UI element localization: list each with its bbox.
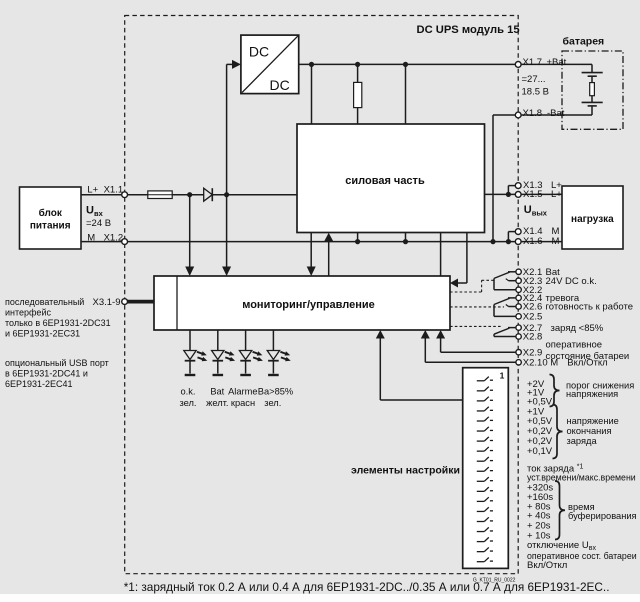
svg-text:1: 1: [500, 371, 505, 381]
svg-text:зел.: зел.: [264, 398, 281, 408]
svg-text:L+: L+: [551, 180, 562, 191]
svg-text:X1.6: X1.6: [523, 236, 543, 247]
svg-text:+ 20s: + 20s: [527, 521, 551, 532]
svg-text:6EP1931-2EC41: 6EP1931-2EC41: [5, 379, 73, 389]
svg-text:готовность к работе: готовность к работе: [546, 302, 634, 313]
svg-text:X3.1-9: X3.1-9: [93, 297, 121, 308]
svg-text:=27...: =27...: [522, 74, 546, 85]
svg-text:тревога: тревога: [546, 293, 580, 304]
svg-text:состояние батареи: состояние батареи: [546, 351, 630, 362]
svg-text:и 6EP1931-2EC31: и 6EP1931-2EC31: [5, 329, 80, 339]
svg-text:X2.7: X2.7: [523, 323, 543, 334]
svg-text:блок: блок: [39, 207, 63, 219]
svg-text:батарея: батарея: [563, 36, 605, 48]
svg-text:X1.1: X1.1: [104, 184, 124, 195]
svg-text:Alarme: Alarme: [228, 387, 257, 397]
svg-text:+2V: +2V: [527, 379, 545, 390]
svg-text:M: M: [552, 226, 560, 237]
svg-text:18.5 В: 18.5 В: [522, 87, 549, 98]
svg-text:X1.4: X1.4: [523, 226, 543, 237]
svg-text:Ba>85%: Ba>85%: [258, 387, 293, 397]
svg-text:X1.5: X1.5: [523, 189, 543, 200]
svg-text:порог снижения: порог снижения: [566, 381, 634, 391]
svg-text:X2.9: X2.9: [523, 347, 543, 358]
svg-text:DC: DC: [270, 77, 290, 93]
svg-text:только в 6EP1931-2DC31: только в 6EP1931-2DC31: [5, 318, 111, 328]
svg-text:напряжение: напряжение: [567, 416, 619, 426]
svg-text:+ 40s: + 40s: [527, 510, 551, 521]
svg-text:DC UPS модуль 15: DC UPS модуль 15: [417, 24, 520, 36]
svg-text:окончания: окончания: [567, 426, 612, 436]
svg-text:M: M: [87, 233, 95, 244]
svg-text:буферирования: буферирования: [568, 511, 637, 521]
svg-text:DC: DC: [249, 44, 269, 60]
svg-text:напряжения: напряжения: [566, 389, 618, 399]
svg-text:o.k.: o.k.: [181, 387, 196, 397]
svg-text:+160s: +160s: [527, 492, 553, 503]
svg-text:+0,5V: +0,5V: [527, 396, 553, 407]
svg-text:Bat: Bat: [546, 267, 561, 278]
svg-text:время: время: [568, 502, 595, 512]
svg-text:отключение Uвх: отключение Uвх: [527, 540, 596, 552]
svg-text:красн: красн: [231, 398, 255, 408]
svg-text:желт.: желт.: [206, 398, 228, 408]
svg-text:питания: питания: [30, 221, 71, 232]
svg-text:X2.1: X2.1: [523, 267, 543, 278]
svg-text:+320s: +320s: [527, 483, 553, 494]
svg-text:X1.2: X1.2: [104, 233, 124, 244]
svg-text:+1V: +1V: [527, 406, 545, 417]
svg-text:заряд <85%: заряд <85%: [551, 323, 604, 334]
svg-text:последовательный: последовательный: [5, 297, 84, 307]
svg-text:опциональный USB порт: опциональный USB порт: [5, 358, 109, 368]
svg-text:в 6EP1931-2DC41 и: в 6EP1931-2DC41 и: [5, 369, 88, 379]
svg-text:+ 10s: + 10s: [527, 530, 551, 541]
svg-text:оперативное: оперативное: [546, 339, 603, 350]
svg-text:=24 В: =24 В: [86, 218, 111, 229]
svg-text:24V DC o.k.: 24V DC o.k.: [546, 276, 597, 287]
svg-text:G_KT01_RU_0022: G_KT01_RU_0022: [473, 578, 516, 584]
svg-text:+0,2V: +0,2V: [527, 426, 553, 437]
svg-text:X2.5: X2.5: [523, 312, 543, 323]
svg-text:+1V: +1V: [527, 388, 545, 399]
svg-text:X1.8: X1.8: [523, 108, 543, 119]
svg-text:X2.2: X2.2: [523, 285, 543, 296]
svg-text:Bat: Bat: [210, 387, 224, 397]
svg-text:+ 80s: + 80s: [527, 502, 551, 513]
svg-text:Вкл/Откл: Вкл/Откл: [567, 358, 607, 369]
svg-text:уст.времени/макс.времени: уст.времени/макс.времени: [527, 473, 636, 483]
svg-text:+0,2V: +0,2V: [527, 436, 553, 447]
svg-text:X2.8: X2.8: [523, 332, 543, 343]
svg-text:+Bat: +Bat: [547, 57, 567, 68]
svg-text:Вкл/Откл: Вкл/Откл: [527, 560, 567, 571]
svg-text:силовая часть: силовая часть: [345, 175, 425, 187]
svg-text:элементы настройки: элементы настройки: [351, 464, 460, 476]
svg-text:оперативное сост. батареи: оперативное сост. батареи: [527, 551, 637, 561]
svg-text:X2.10 M: X2.10 M: [523, 358, 558, 369]
svg-text:нагрузка: нагрузка: [571, 214, 614, 225]
svg-text:-Bat: -Bat: [547, 108, 565, 119]
svg-text:X2.3: X2.3: [523, 276, 543, 287]
svg-text:мониторинг/управление: мониторинг/управление: [242, 299, 375, 311]
svg-text:*1: зарядный ток 0.2 А или 0.4: *1: зарядный ток 0.2 А или 0.4 А для 6EP…: [124, 580, 610, 594]
svg-text:X2.6: X2.6: [523, 302, 543, 313]
svg-text:X2.4: X2.4: [523, 293, 543, 304]
svg-text:+0,5V: +0,5V: [527, 416, 553, 427]
svg-text:L+: L+: [551, 189, 562, 200]
svg-text:M: M: [552, 236, 560, 247]
svg-text:X1.3: X1.3: [523, 180, 543, 191]
svg-text:заряда: заряда: [567, 436, 598, 446]
svg-text:зел.: зел.: [179, 398, 196, 408]
svg-text:+0,1V: +0,1V: [527, 446, 553, 457]
svg-text:интерфейс: интерфейс: [5, 308, 51, 318]
svg-text:L+: L+: [87, 184, 98, 195]
svg-text:ток заряда *1: ток заряда *1: [527, 463, 583, 474]
svg-text:X1.7: X1.7: [523, 57, 543, 68]
